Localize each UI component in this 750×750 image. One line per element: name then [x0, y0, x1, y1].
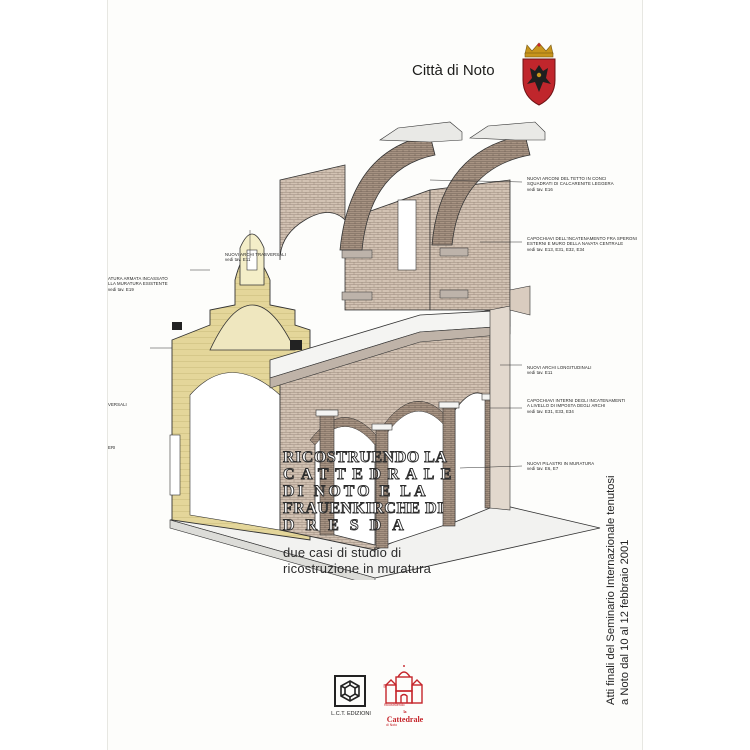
cathedral-logo-icon [385, 665, 423, 704]
logo-word-4: di Noto [386, 723, 398, 727]
title-line-3: DI NOTO E LA [283, 483, 429, 501]
book-subtitle: due casi di studio di ricostruzione in m… [283, 545, 513, 577]
city-name: Città di Noto [412, 62, 495, 79]
proceedings-text: Atti finali del Seminario Internazionale… [604, 425, 632, 705]
logo-word-3: la Cattedrale [386, 708, 424, 724]
annotation-left-edge-2: ERI [108, 445, 116, 450]
annotation-tie-heads-outer: CAPOCHIAVI DELL'INCATENAMENTO FRA SPERON… [527, 236, 637, 252]
logo-word-1: Ricostruendo [384, 703, 405, 707]
annotation-longitudinal-arches: NUOVI ARCHI LONGITUDINALI vedi tav. E11 [527, 365, 592, 376]
cathedral-section-drawing [150, 121, 601, 580]
registered-mark: ® [383, 684, 387, 690]
title-line-4: FRAUENKIRCHE DI [283, 500, 444, 518]
logo-word-2: la [403, 709, 407, 714]
annotation-left-edge: VERSALI [108, 402, 127, 407]
annotation-roof-arches: NUOVI ARCONI DEL TETTO IN CONCI SQUADRAT… [527, 176, 614, 192]
title-line-1: RICOSTRUENDO LA [283, 449, 448, 467]
annotation-reinforced-masonry: ATURA ARMATA INCASSATO LLA MURATURA ESIS… [108, 276, 168, 292]
publisher-name: L.C.T. EDIZIONI [331, 711, 371, 717]
proceedings-line-2: a Noto dal 10 al 12 febbraio 2001 [619, 539, 631, 705]
book-title: RICOSTRUENDO LA CATTEDRALE DI NOTO E LA … [283, 449, 493, 535]
title-line-5: DRESDA [283, 517, 415, 535]
proceedings-line-1: Atti finali del Seminario Internazionale… [605, 475, 617, 705]
logo-word-3-text: Cattedrale [386, 715, 424, 724]
annotation-masonry-pillars: NUOVI PILASTRI IN MURATURA vedi tav. E6,… [527, 461, 595, 472]
subtitle-line-2: ricostruzione in muratura [283, 561, 432, 576]
annotation-tie-heads-inner: CAPOCHIAVI INTERNI DEGLI INCATENAMENTI A… [527, 398, 626, 414]
publisher-logo: L.C.T. EDIZIONI [329, 675, 373, 725]
subtitle-line-1: due casi di studio di [283, 545, 402, 560]
annotation-transverse-arches: NUOVI ARCHI TRASVERSALI vedi tav. E11 [225, 252, 286, 263]
noto-crest-icon [522, 42, 556, 106]
cathedral-project-logo: Ricostruendo la Cattedrale di Noto [380, 665, 428, 730]
title-line-2: CATTEDRALE [283, 466, 458, 484]
publisher-emblem-icon [334, 675, 366, 707]
